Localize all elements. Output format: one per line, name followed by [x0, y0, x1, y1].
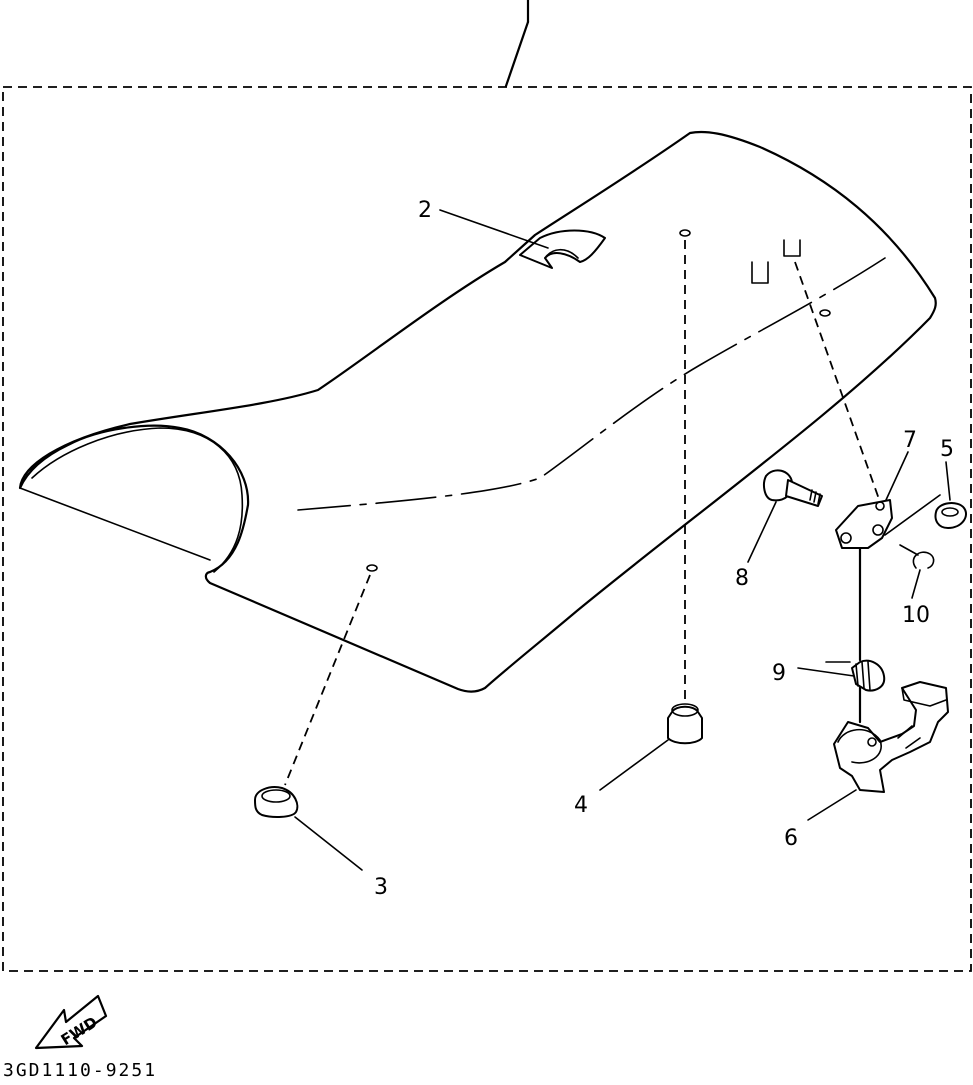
callout-9: 9	[772, 661, 786, 686]
bracket-7	[835, 499, 893, 549]
callout-4: 4	[574, 793, 588, 818]
callout-7: 7	[903, 428, 917, 453]
callout-leaders	[294, 209, 951, 871]
clip-10	[912, 551, 935, 569]
assembly-leader-1	[504, 0, 530, 88]
damper-4	[667, 703, 703, 745]
callout-6: 6	[784, 826, 798, 851]
drawing-code: 3GD1110-9251	[3, 1060, 157, 1080]
assembly-boundary	[2, 86, 972, 972]
forward-arrow: FWD	[34, 994, 108, 1049]
grommet-5	[934, 502, 967, 529]
callout-10: 10	[902, 603, 930, 628]
callout-5: 5	[940, 437, 954, 462]
damper-3	[254, 786, 299, 818]
callout-2: 2	[418, 198, 432, 223]
callout-labels: 1 2 3 4 5 6 7 8 9 10	[374, 198, 954, 900]
bolt-8	[763, 469, 823, 507]
seat	[18, 130, 937, 693]
spring-9	[825, 659, 886, 692]
callout-8: 8	[735, 566, 749, 591]
callout-3: 3	[374, 875, 388, 900]
seat-lock-6	[833, 681, 949, 793]
mount-holes	[366, 229, 831, 572]
assembly-guides	[284, 240, 941, 786]
